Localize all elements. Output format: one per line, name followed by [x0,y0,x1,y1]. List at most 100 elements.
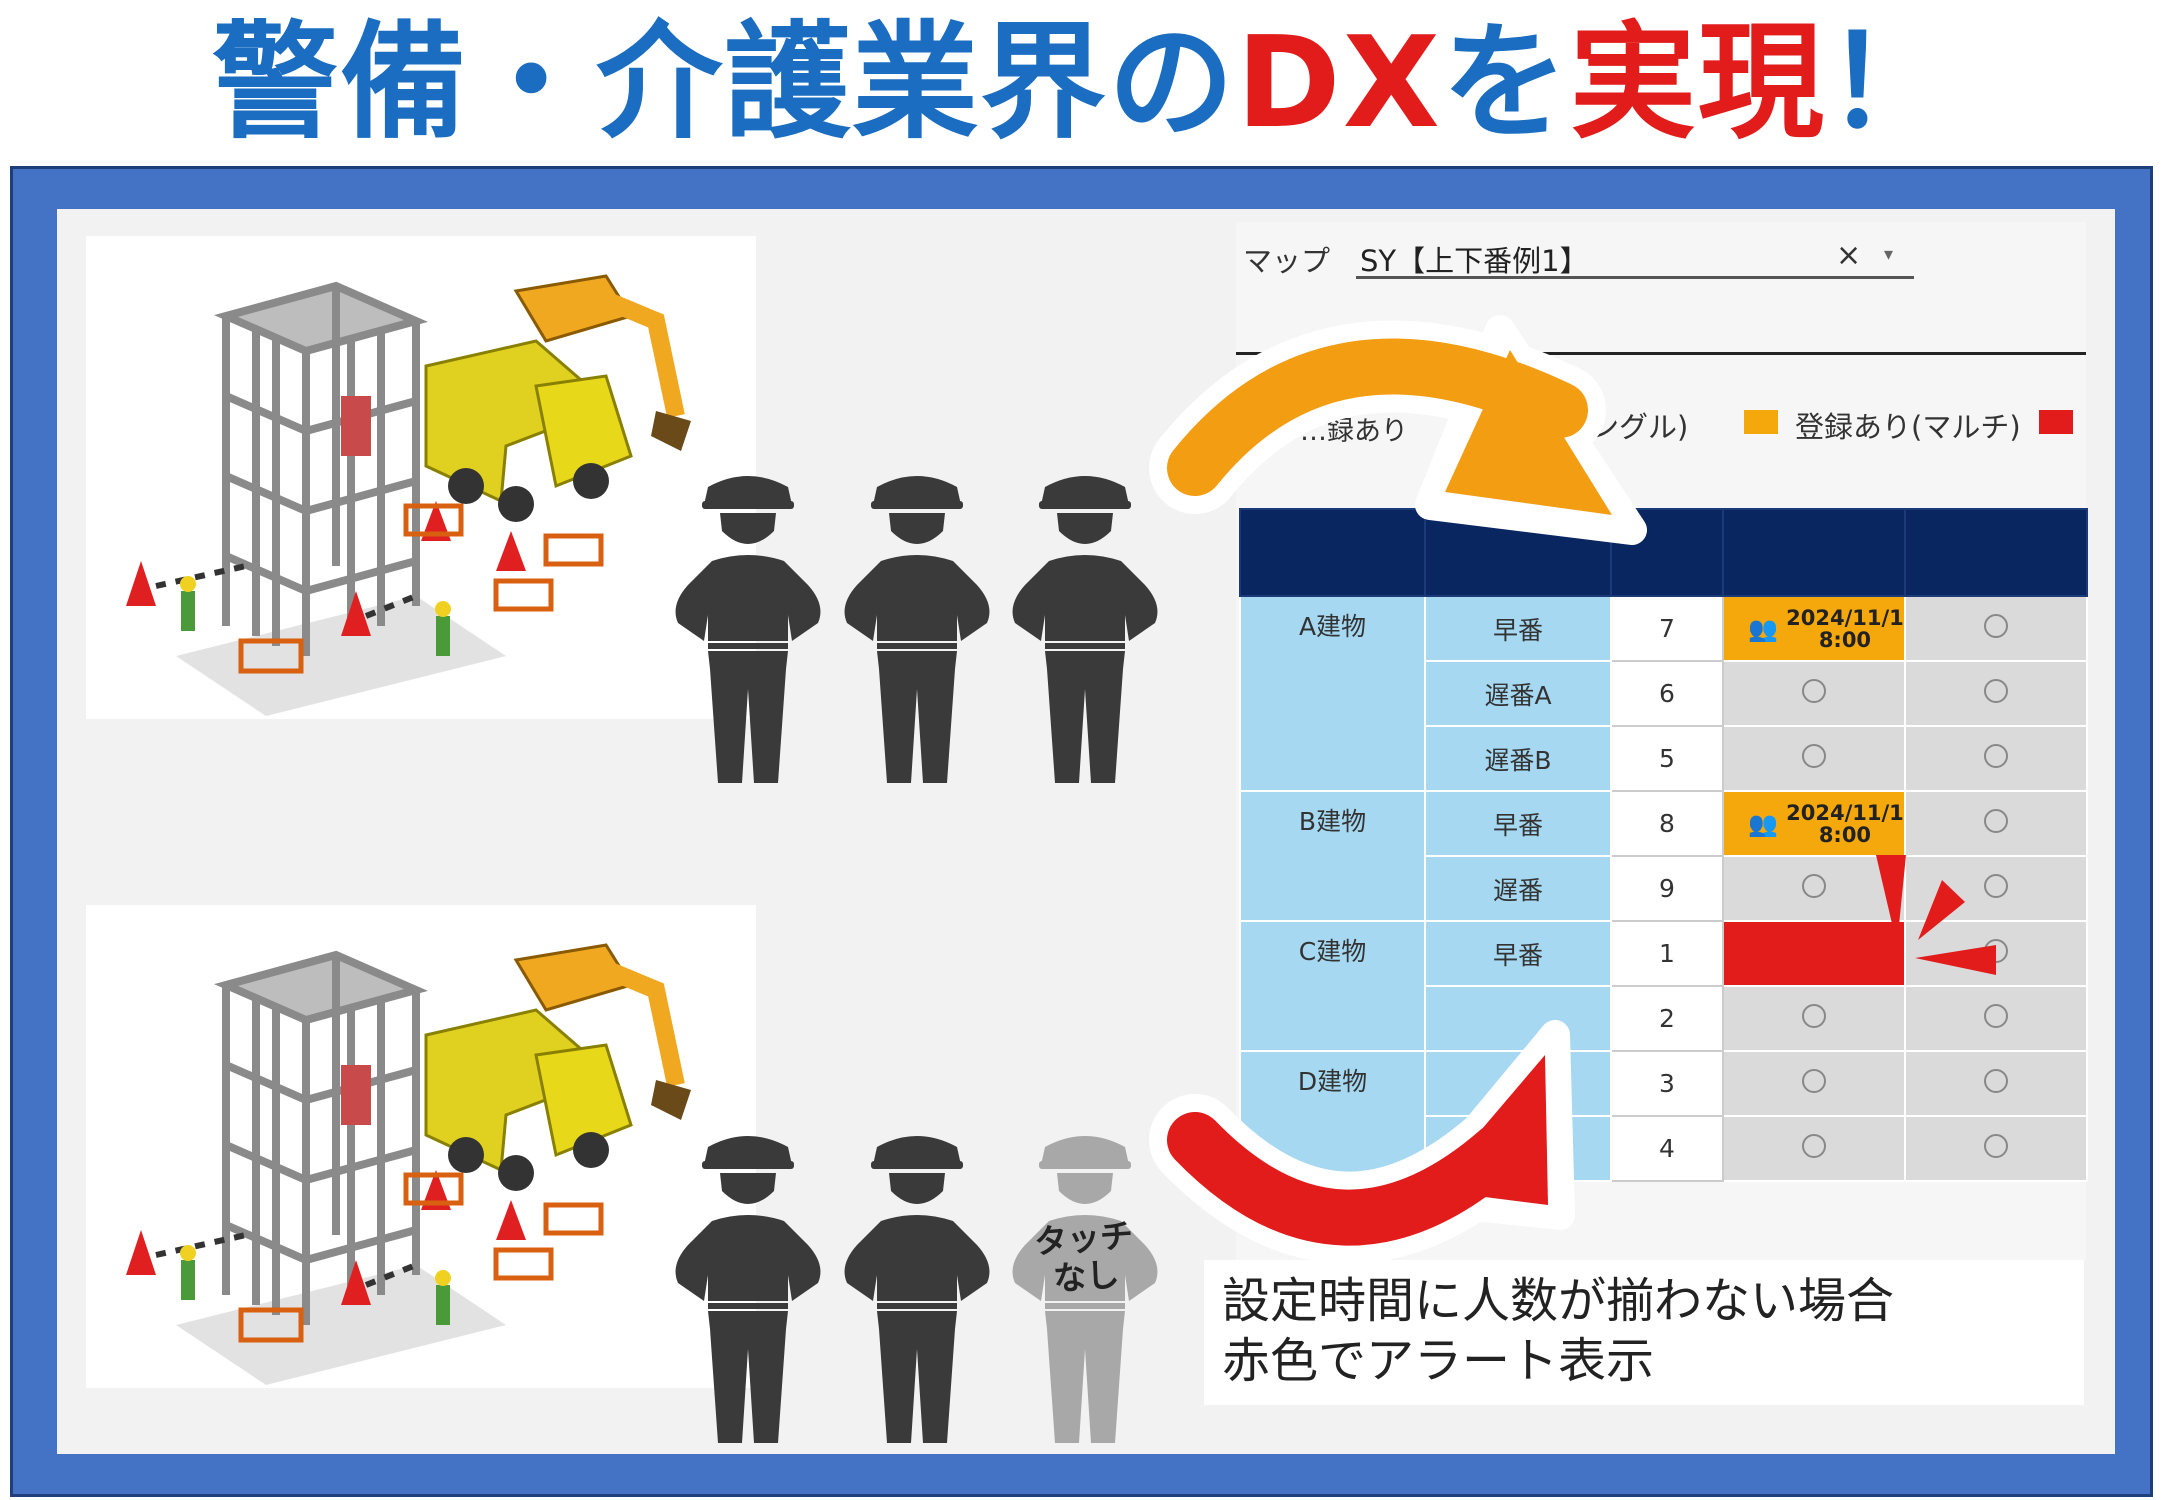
empty-slot-cell[interactable] [1904,725,2088,792]
reg-time: 8:00 [1818,822,1872,847]
count-cell: 4 [1610,1115,1724,1182]
title-part-realize: 実現 [1569,9,1826,156]
circle-icon [1802,1134,1826,1158]
shift-cell [1424,1115,1612,1182]
empty-slot-cell[interactable] [1722,725,1906,792]
count-cell: 7 [1610,595,1724,662]
circle-icon [1802,679,1826,703]
empty-slot-cell[interactable] [1722,985,1906,1052]
reg-time: 8:00 [1818,627,1872,652]
table-row: 4 [1240,1115,2088,1182]
legend-single-label: ングル) [1590,410,1689,444]
title-part-exclaim: ！ [1825,9,1954,156]
legend-multi-swatch [1744,410,1778,434]
title-part-1: 警備・介護業界の [212,9,1237,156]
header-cell [1904,508,2088,597]
circle-icon [1802,874,1826,898]
empty-slot-cell[interactable] [1904,920,2088,987]
alert-note-box: 設定時間に人数が揃わない場合 赤色でアラート表示 [1204,1260,2084,1405]
note-line-1: 設定時間に人数が揃わない場合 [1222,1273,1895,1329]
construction-site-image-top [86,236,756,719]
circle-icon [1984,1134,2008,1158]
people-icon: 👥 [1748,809,1779,838]
title-part-3: を [1441,9,1570,156]
empty-slot-cell[interactable] [1904,1050,2088,1117]
circle-icon [1984,614,2008,638]
shift-cell [1424,985,1612,1052]
legend-multi-label: 登録あり(マルチ) [1795,410,2021,444]
legend-partial-label: …録あり [1300,416,1408,447]
people-icon: 👥 [1748,614,1779,643]
map-select[interactable]: SY【上下番例1】 [1360,244,1589,278]
table-row: D建物 3 [1239,1050,2088,1182]
count-cell: 9 [1610,855,1724,922]
table-row: C建物 早番 1 [1239,920,2088,1052]
chevron-down-icon[interactable]: ▾ [1884,244,1894,265]
shift-cell: 遅番A [1424,660,1612,727]
guard-icon [837,465,997,785]
count-cell: 1 [1610,920,1724,987]
count-cell: 5 [1610,725,1724,792]
table-row: 遅番A 6 [1240,660,2088,727]
title-part-dx: DX [1236,9,1442,156]
circle-icon [1984,1004,2008,1028]
shift-cell: 早番 [1424,595,1612,662]
circle-icon [1984,939,2008,963]
header-cell [1610,508,1724,597]
reg-date: 2024/11/1 [1786,800,1904,825]
page-title: 警備・介護業界のDXを実現！ [0,0,2166,165]
shift-cell: 早番 [1424,920,1612,987]
empty-slot-cell[interactable] [1722,660,1906,727]
header-cell [1239,508,1426,597]
empty-slot-cell[interactable] [1722,855,1906,922]
circle-icon [1984,809,2008,833]
no-touch-label: タッチ なし [1027,1216,1142,1299]
empty-slot-cell[interactable] [1904,595,2088,662]
empty-slot-cell[interactable] [1904,1115,2088,1182]
shift-cell: 遅番 [1424,855,1612,922]
note-line-2: 赤色でアラート表示 [1222,1333,1655,1389]
empty-slot-cell[interactable] [1904,855,2088,922]
empty-slot-cell[interactable] [1904,660,2088,727]
circle-icon [1984,679,2008,703]
guard-icon [668,465,828,785]
guard-icon [668,1125,828,1445]
header-cell [1424,508,1612,597]
count-cell: 8 [1610,790,1724,857]
shift-cell: 早番 [1424,790,1612,857]
building-cell: D建物 [1239,1050,1426,1182]
building-cell: B建物 [1239,790,1426,922]
map-select-underline [1356,276,1914,279]
building-cell: C建物 [1239,920,1426,1052]
map-label: マップ [1243,244,1331,278]
circle-icon [1984,874,2008,898]
construction-site-image-bottom [86,905,756,1388]
count-cell: 2 [1610,985,1724,1052]
circle-icon [1802,1069,1826,1093]
guard-icon [837,1125,997,1445]
clear-icon[interactable]: × [1836,238,1862,273]
no-touch-label-line1: タッチ [1032,1215,1135,1262]
no-touch-label-line2: なし [1052,1254,1121,1299]
guard-icon [1005,465,1165,785]
divider [1236,352,2086,355]
table-row: 遅番B 5 [1240,725,2088,792]
empty-slot-cell[interactable] [1904,790,2088,857]
empty-slot-cell[interactable] [1722,1115,1906,1182]
empty-slot-cell[interactable] [1722,1050,1906,1117]
table-header [1239,508,2088,597]
reg-date: 2024/11/1 [1786,605,1904,630]
table-row: 2 [1240,985,2088,1052]
circle-icon [1802,1004,1826,1028]
shift-cell [1424,1050,1612,1117]
count-cell: 6 [1610,660,1724,727]
empty-slot-cell[interactable] [1904,985,2088,1052]
circle-icon [1984,1069,2008,1093]
count-cell: 3 [1610,1050,1724,1117]
alert-cell[interactable] [1722,920,1906,987]
